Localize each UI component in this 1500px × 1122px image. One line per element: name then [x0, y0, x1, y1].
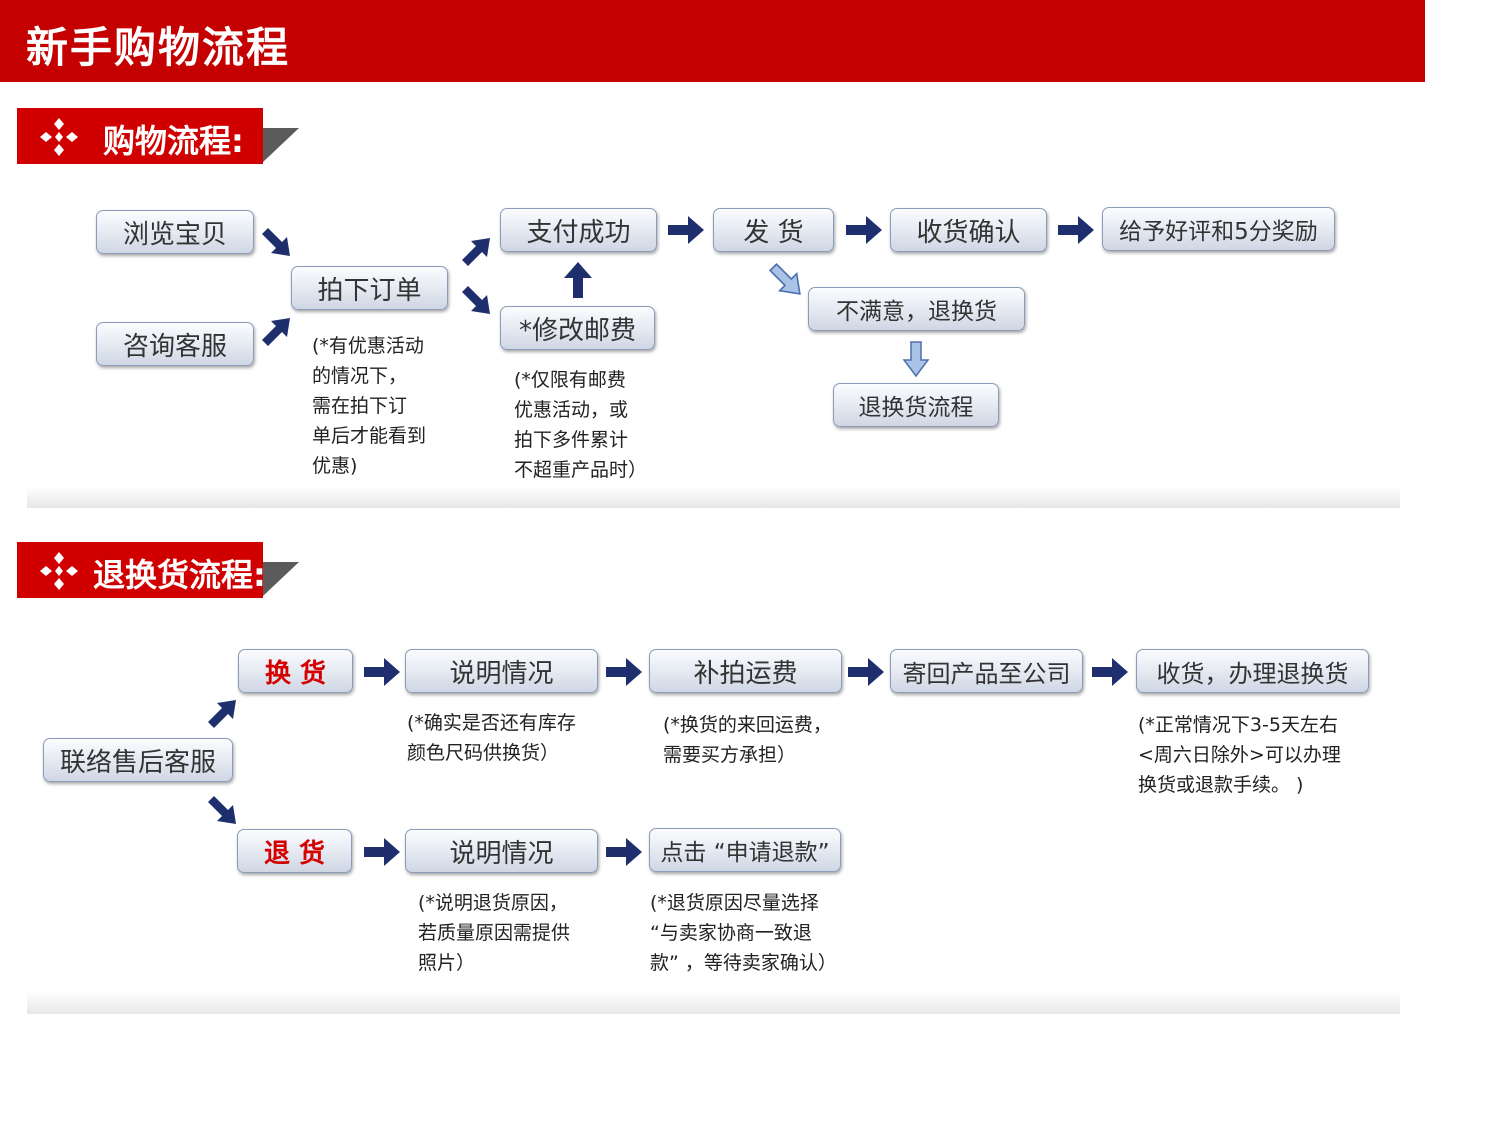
step-review: 给予好评和5分奖励	[1102, 207, 1335, 251]
arrow-right-icon	[846, 216, 882, 244]
step-pay: 支付成功	[500, 208, 657, 252]
arrow-right-icon	[364, 658, 400, 686]
arrow-up-icon	[564, 262, 592, 298]
diamond-cluster-icon	[40, 552, 78, 590]
step-apply-refund: 点击 “申请退款”	[649, 828, 841, 872]
step-receive: 收货，办理退换货	[1136, 649, 1369, 693]
section-divider	[27, 486, 1400, 508]
step-exchange: 换 货	[238, 649, 353, 693]
tag-tail	[263, 128, 299, 162]
step-send-back: 寄回产品至公司	[890, 649, 1083, 693]
step-ship: 发 货	[713, 208, 834, 252]
postage-note: (*仅限有邮费 优惠活动，或 拍下多件累计 不超重产品时）	[514, 369, 648, 481]
arrow-right-icon	[848, 658, 884, 686]
page-title: 新手购物流程	[26, 23, 291, 72]
step-contact-service: 联络售后客服	[43, 738, 233, 782]
section-divider	[27, 992, 1400, 1014]
step-unsatisfied: 不满意，退换货	[808, 287, 1025, 331]
shipping-note: (*换货的来回运费， 需要买方承担）	[663, 714, 832, 766]
tag-tail	[263, 562, 299, 596]
step-return-flow: 退换货流程	[833, 383, 999, 427]
step-order: 拍下订单	[291, 266, 448, 310]
step-explain-refund: 说明情况	[405, 829, 598, 873]
page-header: 新手购物流程	[0, 0, 1425, 82]
step-confirm: 收货确认	[890, 208, 1047, 252]
arrow-down-right-icon	[262, 228, 290, 256]
shopping-section-title: 购物流程:	[103, 122, 244, 160]
step-consult: 咨询客服	[96, 322, 254, 366]
arrow-right-icon	[1092, 658, 1128, 686]
step-explain-exchange: 说明情况	[405, 649, 598, 693]
step-refund: 退 货	[237, 829, 352, 873]
refund-reason-note: (*说明退货原因， 若质量原因需提供 照片）	[418, 892, 571, 974]
arrow-up-right-icon	[262, 318, 290, 346]
returns-section-title: 退换货流程:	[93, 556, 266, 594]
arrow-down-right-outline-icon	[768, 262, 801, 295]
diamond-cluster-icon	[40, 118, 78, 156]
refund-apply-note: (*退货原因尽量选择 “与卖家协商一致退 款” ，等待卖家确认）	[650, 892, 837, 974]
returns-section-tag: 退换货流程:	[17, 542, 266, 598]
arrow-right-icon	[668, 216, 704, 244]
arrow-down-outline-icon	[902, 341, 930, 378]
arrow-down-right-icon	[462, 286, 490, 314]
step-browse: 浏览宝贝	[96, 210, 254, 254]
step-modify-postage: *修改邮费	[500, 306, 655, 350]
arrow-down-right-icon	[208, 796, 236, 824]
arrow-up-right-icon	[208, 700, 236, 728]
order-note: (*有优惠活动 的情况下， 需在拍下订 单后才能看到 优惠)	[312, 335, 427, 477]
step-pay-shipping: 补拍运费	[649, 649, 842, 693]
arrow-up-right-icon	[462, 238, 490, 266]
arrow-right-icon	[606, 838, 642, 866]
arrow-right-icon	[364, 838, 400, 866]
exchange-stock-note: (*确实是否还有库存 颜色尺码供换货）	[407, 712, 576, 764]
arrow-right-icon	[606, 658, 642, 686]
receive-note: (*正常情况下3-5天左右 <周六日除外>可以办理 换货或退款手续。 )	[1138, 714, 1341, 796]
arrow-right-icon	[1058, 216, 1094, 244]
shopping-section-tag: 购物流程:	[17, 108, 263, 164]
